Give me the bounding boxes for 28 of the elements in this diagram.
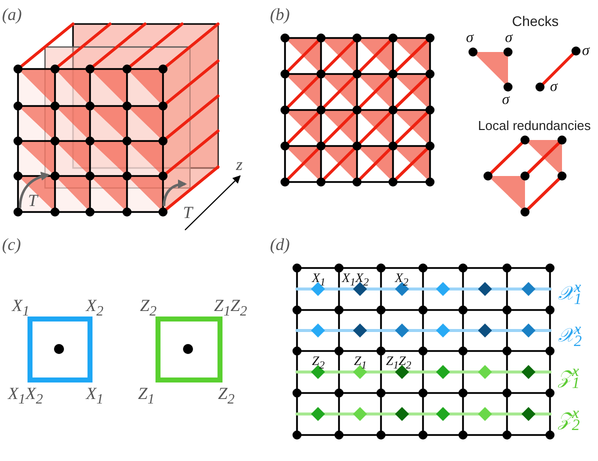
panel-label: (b) <box>270 6 290 23</box>
panel-label: (d) <box>270 236 290 253</box>
math-label: Z$_{1}$Z$_{2}$ <box>214 297 248 319</box>
math-label: Z$_{2}$ <box>218 385 235 407</box>
math-label: X$_{2}$ <box>395 271 408 288</box>
axis-label: z <box>236 156 243 173</box>
panel-label: (a) <box>2 6 22 23</box>
math-label: Z$_{2}$ <box>312 354 325 372</box>
heading: Checks <box>512 14 559 28</box>
math-label: T <box>28 192 38 209</box>
math-label: X$_{2}$ <box>86 297 104 319</box>
panel-label: (c) <box>2 236 21 253</box>
heading: Local redundancies <box>478 119 591 132</box>
math-label: σ <box>550 80 558 95</box>
math-label: Z$_{2}$ <box>140 297 157 319</box>
math-label: Z$_{1}$ <box>138 385 155 407</box>
math-label: Z$_{1}$ <box>354 354 367 372</box>
math-label: σ <box>505 31 512 46</box>
math-label: σ <box>466 31 474 46</box>
math-label: σ <box>582 44 590 59</box>
math-label: X$_{1}$ <box>12 297 30 319</box>
math-label: X$_{1}$ <box>86 385 104 407</box>
math-label: Z$_{1}$Z$_{2}$ <box>386 354 412 372</box>
math-label: σ <box>502 93 510 108</box>
math-label: X$_{1}$ <box>312 271 326 288</box>
math-label: X$_{1}$X$_{2}$ <box>8 385 43 407</box>
math-label: X$_{1}$X$_{2}$ <box>342 271 369 288</box>
math-label: T <box>183 204 192 221</box>
